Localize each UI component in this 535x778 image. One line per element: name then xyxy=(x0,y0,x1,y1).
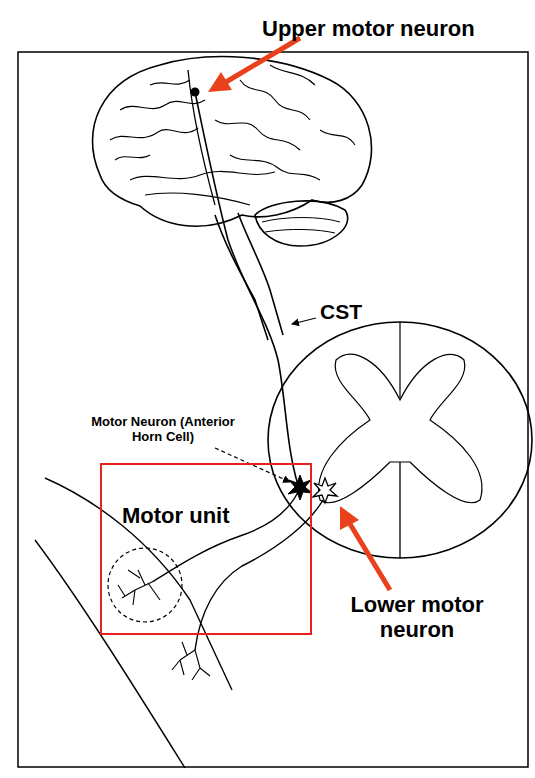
brainstem-line xyxy=(215,215,268,340)
limb-outline xyxy=(35,540,185,768)
brain-gyri xyxy=(110,65,355,180)
tract-label: CST xyxy=(320,300,380,324)
neuron-cell-body xyxy=(288,475,312,500)
anterior-horn-label: Motor Neuron (Anterior Horn Cell) xyxy=(88,415,238,445)
leader-line xyxy=(215,448,290,482)
posterior-median-sulcus xyxy=(399,322,400,398)
muscle-fibres-circle xyxy=(108,548,182,622)
peripheral-nerves xyxy=(35,478,323,768)
red-arrow-shaft xyxy=(350,524,390,590)
lower-motor-neurons xyxy=(288,475,337,503)
brain-drawing xyxy=(93,57,372,340)
red-arrow-head xyxy=(208,72,232,92)
spinal-cord-outline xyxy=(268,322,532,558)
limb-outline xyxy=(45,478,232,690)
red-arrow-shaft xyxy=(226,38,300,82)
anterior-fissure xyxy=(399,462,400,558)
brainstem-line xyxy=(238,213,283,335)
box-title: Motor unit xyxy=(122,503,230,529)
cerebellum-outline xyxy=(255,201,348,246)
upper-motor-neuron-label: Upper motor neuron xyxy=(262,16,532,41)
lower-motor-neuron-label: Lower motor neuron xyxy=(322,592,512,643)
grey-matter xyxy=(319,354,482,502)
leader-line xyxy=(292,318,316,324)
neuron-cell-body xyxy=(313,478,337,503)
lateral-fissure xyxy=(145,193,250,205)
muscle-branches xyxy=(172,642,210,680)
cerebellum-folds xyxy=(262,218,340,234)
red-arrow-head xyxy=(340,506,359,530)
motor-unit-box: Motor unit xyxy=(100,463,312,635)
spinal-cord-section xyxy=(268,322,532,558)
cerebrum-outline xyxy=(93,57,372,227)
red-pointer-arrows xyxy=(208,38,390,590)
muscle-branches xyxy=(118,570,160,605)
